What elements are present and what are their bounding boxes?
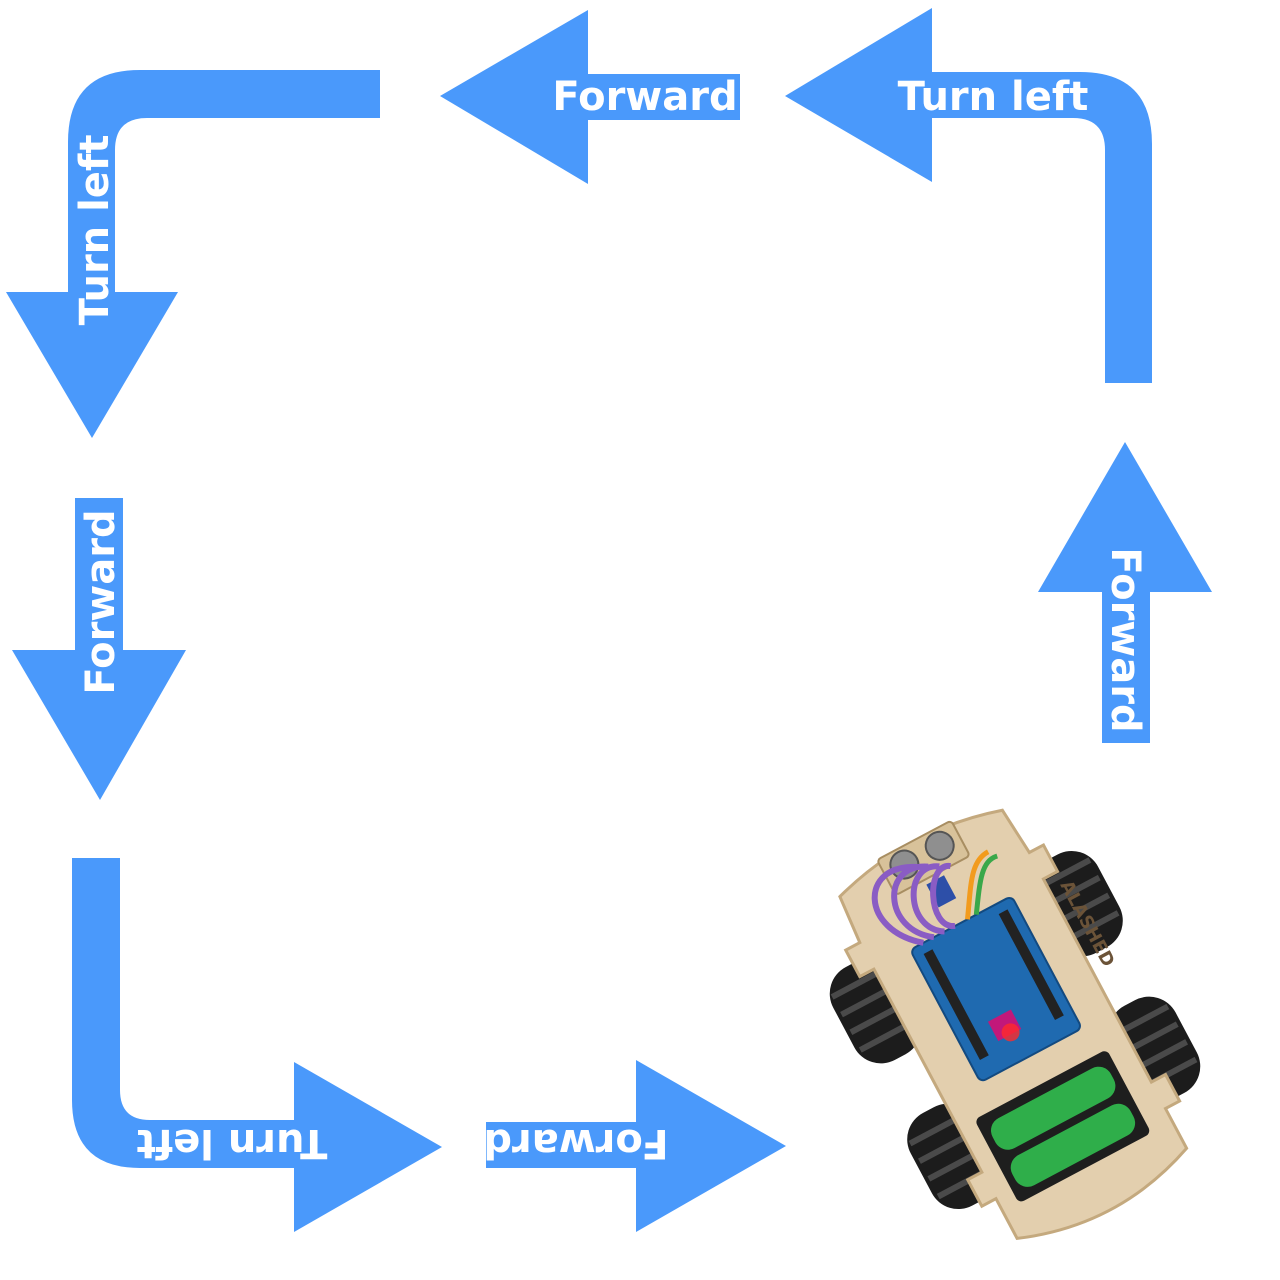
arrow-bottom-forward: Forward bbox=[483, 1060, 786, 1232]
label-bottom-turn-left: Turn left bbox=[137, 1120, 328, 1166]
label-bottom-forward: Forward bbox=[483, 1120, 668, 1166]
label-left-turn-left: Turn left bbox=[72, 135, 118, 326]
arrow-top-left-turn-left: Turn left bbox=[6, 70, 380, 438]
arrow-left-forward: Forward bbox=[12, 498, 186, 800]
arrow-top-right-turn-left: Turn left bbox=[785, 8, 1152, 383]
arrow-top-forward: Forward bbox=[440, 10, 740, 184]
power-led bbox=[1001, 1023, 1020, 1042]
label-top-forward: Forward bbox=[552, 74, 737, 120]
battery-cell-2 bbox=[1010, 1103, 1136, 1187]
arrow-bottom-left-turn-left: Turn left bbox=[72, 858, 442, 1232]
jumper-wires bbox=[871, 863, 956, 946]
ultrasonic-sensor-right bbox=[924, 830, 955, 861]
battery-cell-1 bbox=[990, 1066, 1116, 1150]
label-top-turn-left: Turn left bbox=[898, 74, 1089, 120]
microcontroller-board bbox=[911, 896, 1081, 1082]
arrow-right-forward: Forward bbox=[1038, 442, 1212, 743]
robot-car-image: ALASHED bbox=[829, 808, 1201, 1241]
label-right-forward: Forward bbox=[1102, 547, 1148, 732]
label-left-forward: Forward bbox=[78, 509, 124, 694]
